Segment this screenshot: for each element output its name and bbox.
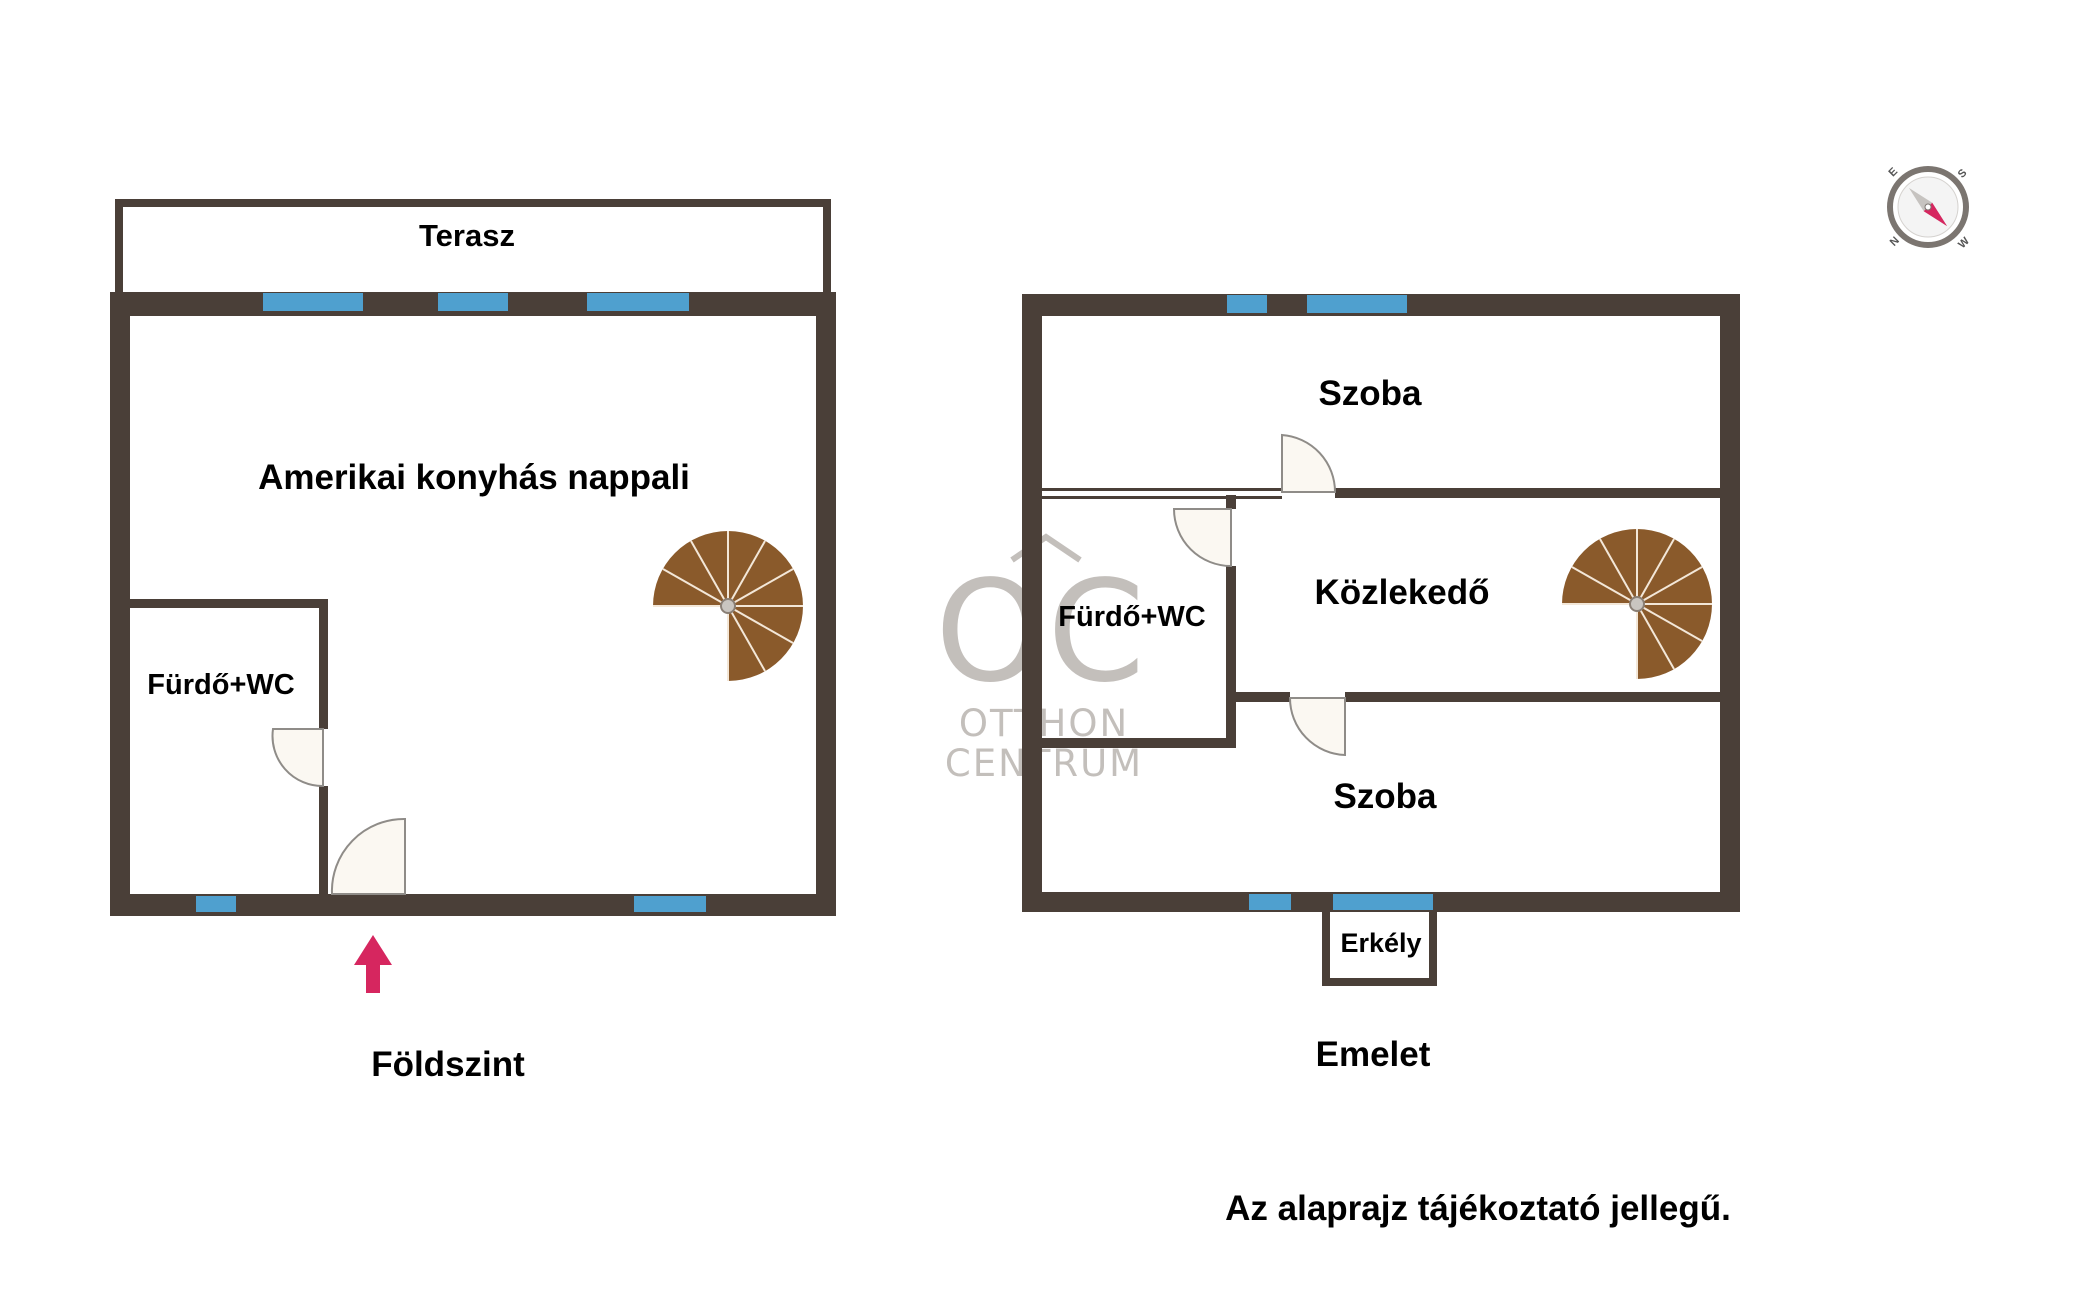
upper-top-room-door (1281, 433, 1337, 493)
ground-bathroom-door (271, 728, 324, 788)
ground-bathroom-label: Fürdő+WC (147, 669, 294, 701)
upper-room-top-label: Szoba (1318, 374, 1422, 413)
upper-outer-walls (1022, 294, 1740, 912)
window-bottom-1 (196, 896, 236, 912)
upper-bathroom-label: Fürdő+WC (1058, 601, 1205, 633)
entrance-arrow-icon (354, 935, 392, 993)
upper-spiral-stair (1562, 529, 1712, 679)
upper-floor-caption: Emelet (1316, 1035, 1431, 1074)
upper-corridor-label: Közlekedő (1314, 573, 1489, 612)
ground-bathroom-walls (130, 599, 328, 894)
ground-living-label: Amerikai konyhás nappali (258, 458, 690, 497)
compass-letter-s: S (1956, 167, 1970, 181)
upper-windows (1227, 295, 1433, 910)
ground-floor-plan: Terasz Amerikai konyhás nappali Fürdő+WC… (110, 199, 836, 1084)
compass-icon: E S N W (1887, 166, 1973, 251)
watermark-line1: OTTHON (959, 702, 1129, 745)
window-top-1 (263, 293, 363, 311)
terrace-outline (115, 199, 831, 295)
compass-letter-w: W (1956, 235, 1972, 251)
upper-balcony-outline (1322, 908, 1437, 986)
disclaimer-text: Az alaprajz tájékoztató jellegű. (1225, 1189, 1731, 1228)
upper-balcony-label: Erkély (1340, 928, 1421, 958)
ground-windows (196, 293, 706, 912)
window-bottom-2 (634, 896, 706, 912)
window-top-3 (587, 293, 689, 311)
window-top-2 (438, 293, 508, 311)
window-bottom-2 (1333, 894, 1433, 910)
upper-floor-plan: Szoba Fürdő+WC Közlekedő Szoba Erkély Em… (1022, 294, 1740, 1074)
upper-bottom-room-door (1288, 697, 1346, 757)
ground-spiral-stair (653, 531, 803, 681)
window-bottom-1 (1249, 894, 1291, 910)
upper-room-bottom-label: Szoba (1333, 777, 1437, 816)
watermark-line2: CENTRUM (945, 742, 1143, 785)
window-top-1 (1227, 295, 1267, 313)
upper-bathroom-door (1172, 508, 1232, 568)
compass-letter-e: E (1887, 166, 1901, 180)
ground-entrance-door (330, 817, 406, 895)
window-top-2 (1307, 295, 1407, 313)
upper-interior-walls (1042, 488, 1720, 748)
ground-floor-caption: Földszint (371, 1045, 525, 1084)
ground-terrace-label: Terasz (419, 218, 515, 253)
